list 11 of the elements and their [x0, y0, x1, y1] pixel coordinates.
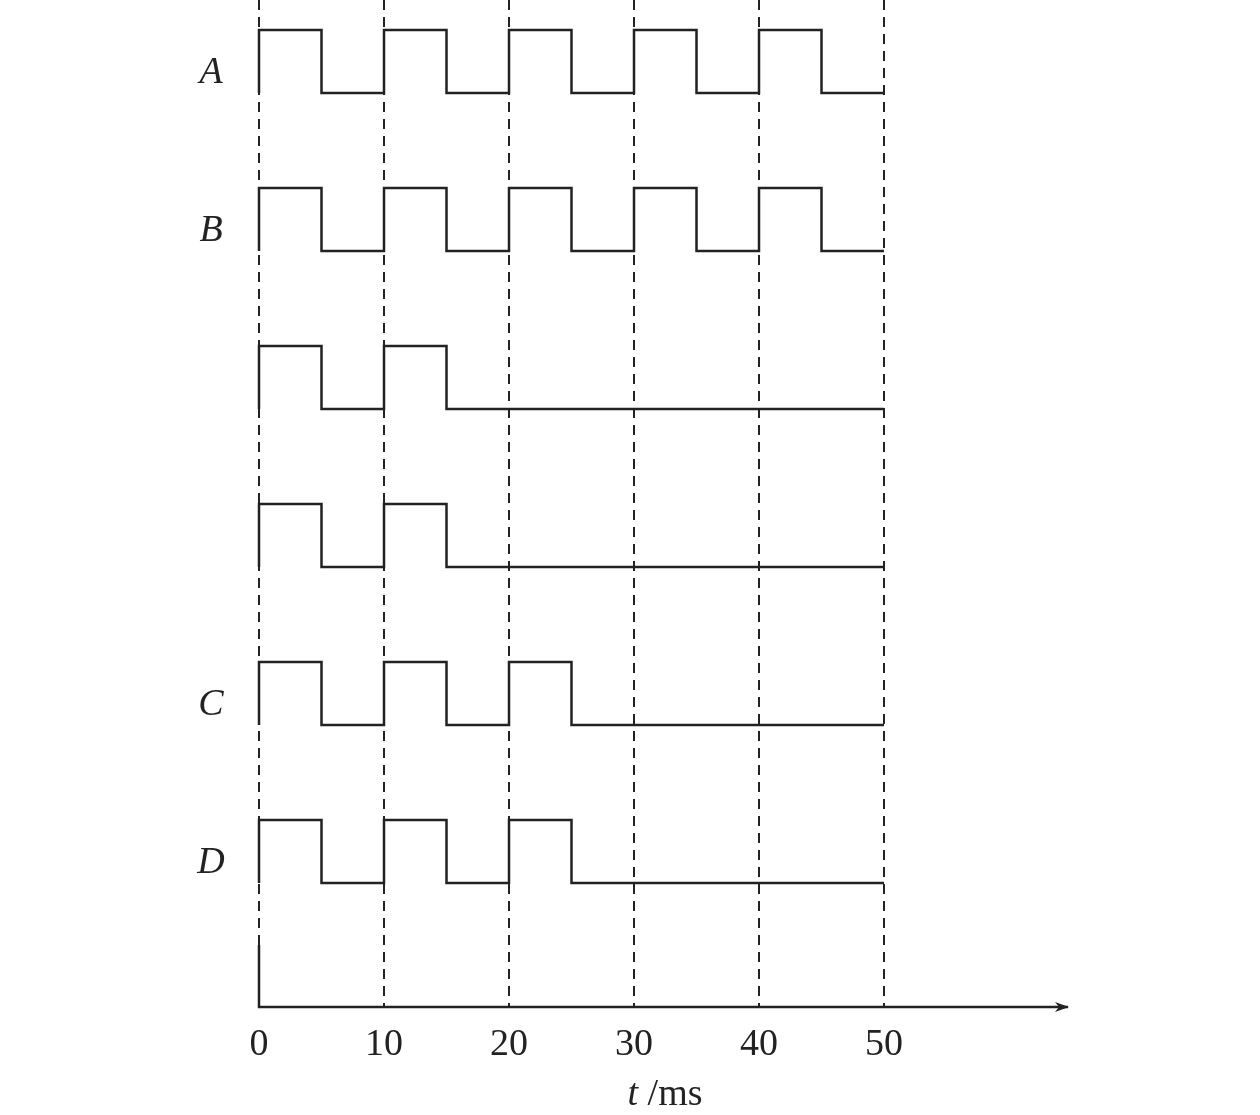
- signal-label: A: [199, 51, 223, 89]
- tick-label: 30: [615, 1023, 653, 1061]
- tick-label: 10: [365, 1023, 403, 1061]
- tick-label: 20: [490, 1023, 528, 1061]
- signal-label: C: [198, 683, 224, 721]
- axis-title: t /ms: [627, 1073, 703, 1111]
- signal-label: D: [197, 841, 225, 879]
- signal-label: B: [199, 209, 223, 247]
- tick-label: 40: [740, 1023, 778, 1061]
- tick-label: 0: [249, 1023, 269, 1061]
- tick-label: 50: [865, 1023, 903, 1061]
